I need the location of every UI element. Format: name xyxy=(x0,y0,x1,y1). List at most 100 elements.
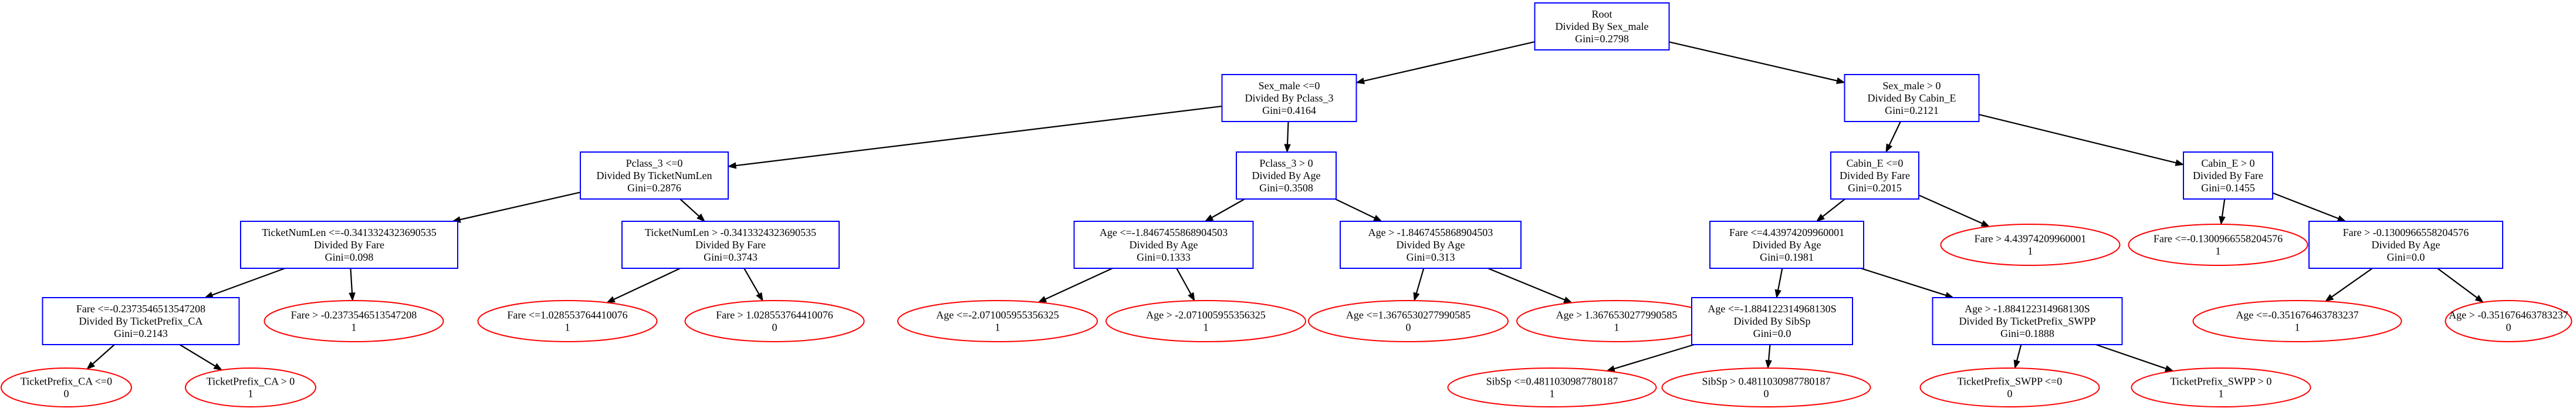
split-node: TicketNumLen <=-0.3413324323690535Divide… xyxy=(240,221,458,269)
node-label-line: Age > -2.071005955356325 xyxy=(1146,309,1266,321)
node-label-line: Age <=1.3676530277990585 xyxy=(1346,309,1470,321)
tree-edge xyxy=(1204,198,1245,222)
node-label-line: Cabin_E > 0 xyxy=(2201,157,2254,169)
arrowhead-icon xyxy=(1355,77,1365,85)
node-label-line: 0 xyxy=(64,388,69,400)
arrowhead-icon xyxy=(1836,77,1845,85)
leaf-node-ellipse xyxy=(2131,367,2311,407)
node-label-line: Age > -1.8467455868904503 xyxy=(1368,227,1493,238)
edge-line xyxy=(2437,268,2478,299)
tree-edge xyxy=(1669,41,1845,85)
arrowhead-icon xyxy=(86,361,96,370)
tree-edge xyxy=(1284,121,1291,153)
split-node-box xyxy=(1932,297,2123,345)
tree-edge xyxy=(743,268,763,302)
node-label-line: Divided By SibSp xyxy=(1733,315,1810,327)
node-label-line: Age <=-1.884122314968130S xyxy=(1708,303,1836,315)
leaf-node-ellipse xyxy=(684,300,865,342)
edge-line xyxy=(1211,198,1245,218)
split-node-box xyxy=(1073,221,1254,269)
node-label-line: Fare > -0.1300966558204576 xyxy=(2343,227,2469,238)
split-node-box xyxy=(1340,221,1522,269)
node-label-line: Age <=-2.071005955356325 xyxy=(936,309,1059,321)
edge-line xyxy=(92,344,115,365)
leaf-node: TicketPrefix_CA <=00 xyxy=(1,367,132,407)
edge-line xyxy=(1888,121,1901,146)
tree-edge xyxy=(179,344,223,371)
edges-layer xyxy=(86,41,2484,372)
tree-edge xyxy=(1176,268,1195,302)
leaf-node: TicketPrefix_CA > 01 xyxy=(185,367,316,407)
node-label-line: TicketPrefix_CA <=0 xyxy=(21,376,112,387)
node-label-line: Divided By TicketPrefix_CA xyxy=(79,315,202,327)
split-node-box xyxy=(1534,2,1670,50)
split-node-box xyxy=(580,151,729,200)
arrowhead-icon xyxy=(1816,214,1825,222)
edge-line xyxy=(1488,267,1566,301)
node-label-line: 1 xyxy=(2216,245,2221,257)
node-label-line: Sex_male <=0 xyxy=(1259,80,1320,92)
arrowhead-icon xyxy=(1284,144,1291,153)
tree-edge xyxy=(1605,343,1695,372)
node-label-line: SibSp <=0.4811030987780187 xyxy=(1486,376,1618,387)
edge-line xyxy=(2016,344,2022,361)
node-label-line: 0 xyxy=(2506,322,2511,333)
arrowhead-icon xyxy=(2219,215,2226,225)
leaf-node-ellipse xyxy=(1,367,132,407)
node-label-line: TicketNumLen > -0.3413324323690535 xyxy=(645,227,816,238)
node-label-line: 1 xyxy=(2219,388,2224,400)
arrowhead-icon xyxy=(1765,360,1772,369)
node-label-line: 1 xyxy=(2295,322,2300,333)
edge-line xyxy=(2221,198,2226,217)
tree-edge xyxy=(1979,113,2185,166)
edge-line xyxy=(2095,343,2166,369)
node-label-line: Age > 1.3676530277990585 xyxy=(1556,309,1678,321)
arrowhead-icon xyxy=(1885,143,1893,153)
split-node-box xyxy=(42,297,240,345)
split-node-box xyxy=(1236,151,1337,200)
node-label-line: 1 xyxy=(351,322,357,333)
arrowhead-icon xyxy=(2175,159,2185,166)
tree-edge xyxy=(1488,267,1573,304)
tree-edge xyxy=(1885,121,1901,153)
leaf-node-ellipse xyxy=(1940,224,2121,266)
split-node-box xyxy=(1691,297,1853,345)
leaf-node-ellipse xyxy=(185,367,316,407)
node-label-line: Age <=-1.8467455868904503 xyxy=(1100,227,1228,238)
leaf-node-ellipse xyxy=(263,300,444,342)
node-label-line: Divided By Fare xyxy=(2193,170,2263,181)
arrowhead-icon xyxy=(1204,214,1214,222)
leaf-node-ellipse xyxy=(1661,367,1871,407)
split-node-box xyxy=(1830,151,1919,200)
node-label-line: Fare <=-0.2373546513547208 xyxy=(76,303,205,315)
tree-edge xyxy=(2437,268,2484,303)
tree-edge xyxy=(451,191,581,223)
node-label-line: Gini=0.2121 xyxy=(1885,104,1939,116)
edge-line xyxy=(179,344,216,367)
arrowhead-icon xyxy=(2013,359,2020,369)
edge-line xyxy=(1334,198,1375,219)
edge-line xyxy=(2272,192,2339,220)
node-label-line: 1 xyxy=(2028,245,2033,257)
node-label-line: Fare <=-0.1300966558204576 xyxy=(2154,233,2283,245)
tree-edge xyxy=(2272,192,2347,222)
tree-edge xyxy=(727,105,1222,169)
arrowhead-icon xyxy=(349,292,356,302)
node-label-line: TicketPrefix_CA > 0 xyxy=(207,376,295,387)
leaf-node-ellipse xyxy=(2128,224,2308,266)
leaf-node-ellipse xyxy=(897,300,1098,342)
node-label-line: Divided By Age xyxy=(1252,170,1321,181)
